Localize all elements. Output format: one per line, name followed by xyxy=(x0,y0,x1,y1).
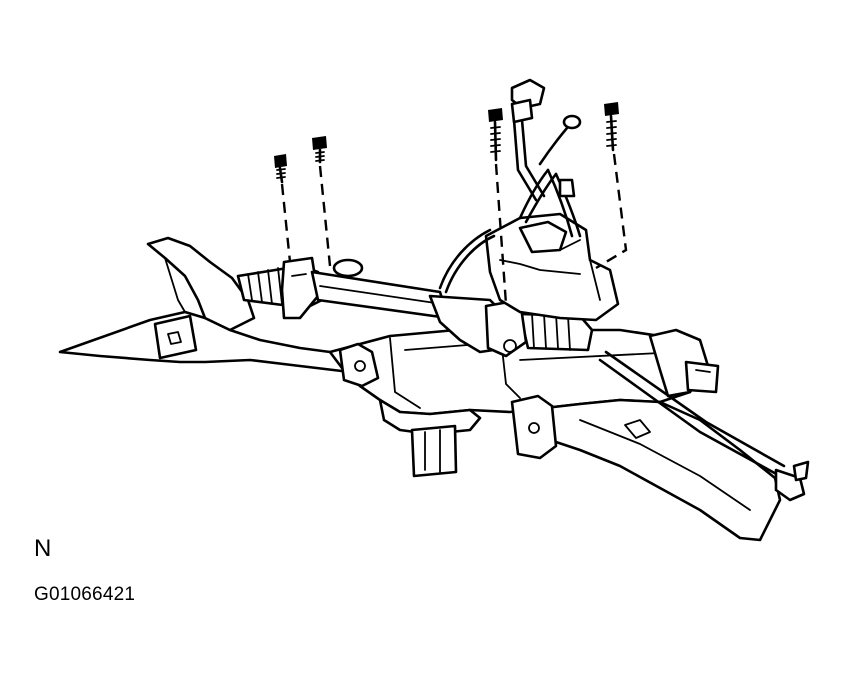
mounting-bolts xyxy=(274,102,628,305)
figure-code: G01066421 xyxy=(34,584,136,605)
bolt-4 xyxy=(595,102,628,270)
bolt-2 xyxy=(312,136,332,267)
crossmember xyxy=(58,236,810,542)
view-direction-label: N xyxy=(34,535,52,562)
bolt-3 xyxy=(488,108,508,305)
bolt-1 xyxy=(274,154,292,263)
steering-rack xyxy=(236,78,620,358)
